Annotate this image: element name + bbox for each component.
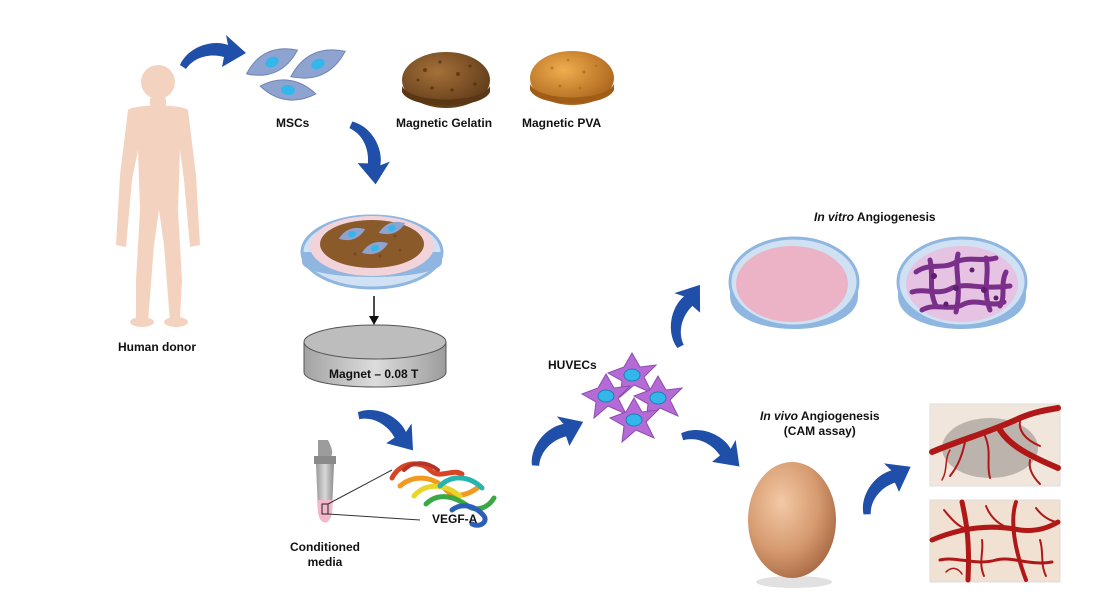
label-in-vitro-angiogenesis: In vitro Angiogenesis: [814, 210, 936, 225]
in-vitro-dish-plain: [728, 236, 860, 329]
label-in-vivo-italic: In vivo: [760, 409, 799, 423]
label-in-vivo-rest: Angiogenesis: [798, 409, 880, 423]
label-huvecs: HUVECs: [548, 358, 597, 372]
arrow-magnet-to-tube: [355, 390, 426, 462]
label-magnet: Magnet – 0.08 T: [329, 367, 419, 381]
culture-dish: [300, 214, 444, 290]
nucleus-icon: [265, 56, 279, 68]
cam-image-bottom: [929, 499, 1061, 583]
magnet-disc: [303, 324, 447, 388]
label-human-donor: Human donor: [118, 340, 196, 354]
zoom-lines: [327, 469, 421, 521]
arrow-media-to-huvecs: [517, 406, 592, 469]
label-mscs: MSCs: [276, 116, 310, 130]
arrow-huvecs-to-in-vitro: [651, 275, 714, 350]
cam-image-top: [929, 403, 1061, 487]
vegf-a-protein: [389, 461, 497, 528]
arrow-mscs-to-dish: [348, 116, 394, 188]
label-conditioned-media: Conditioned media: [290, 540, 360, 570]
label-conditioned-line1: Conditioned: [290, 540, 360, 554]
conditioned-media-tube: [314, 440, 336, 523]
arrow-donor-to-mscs: [180, 35, 246, 69]
label-magnetic-pva: Magnetic PVA: [522, 116, 602, 130]
arrow-dish-to-magnet: [369, 296, 379, 325]
label-cam-assay: (CAM assay): [783, 424, 856, 438]
label-conditioned-line2: media: [307, 555, 343, 569]
label-in-vitro-rest: Angiogenesis: [854, 210, 936, 224]
in-vitro-dish-network: [896, 236, 1028, 329]
mscs-cells: [245, 48, 346, 101]
arrow-huvecs-to-in-vivo: [678, 410, 751, 479]
label-in-vitro-italic: In vitro: [814, 210, 855, 224]
magnetic-gelatin-scaffold: [402, 52, 490, 108]
human-donor-figure: [116, 65, 200, 327]
label-in-vivo-angiogenesis: In vivo Angiogenesis (CAM assay): [760, 409, 880, 439]
arrow-egg-to-cam: [846, 451, 920, 518]
huvecs-cells: [580, 351, 684, 444]
label-vegf-a: VEGF-A: [432, 512, 478, 526]
magnetic-pva-scaffold: [530, 51, 614, 105]
label-magnetic-gelatin: Magnetic Gelatin: [396, 116, 493, 130]
chick-egg: [748, 462, 836, 588]
